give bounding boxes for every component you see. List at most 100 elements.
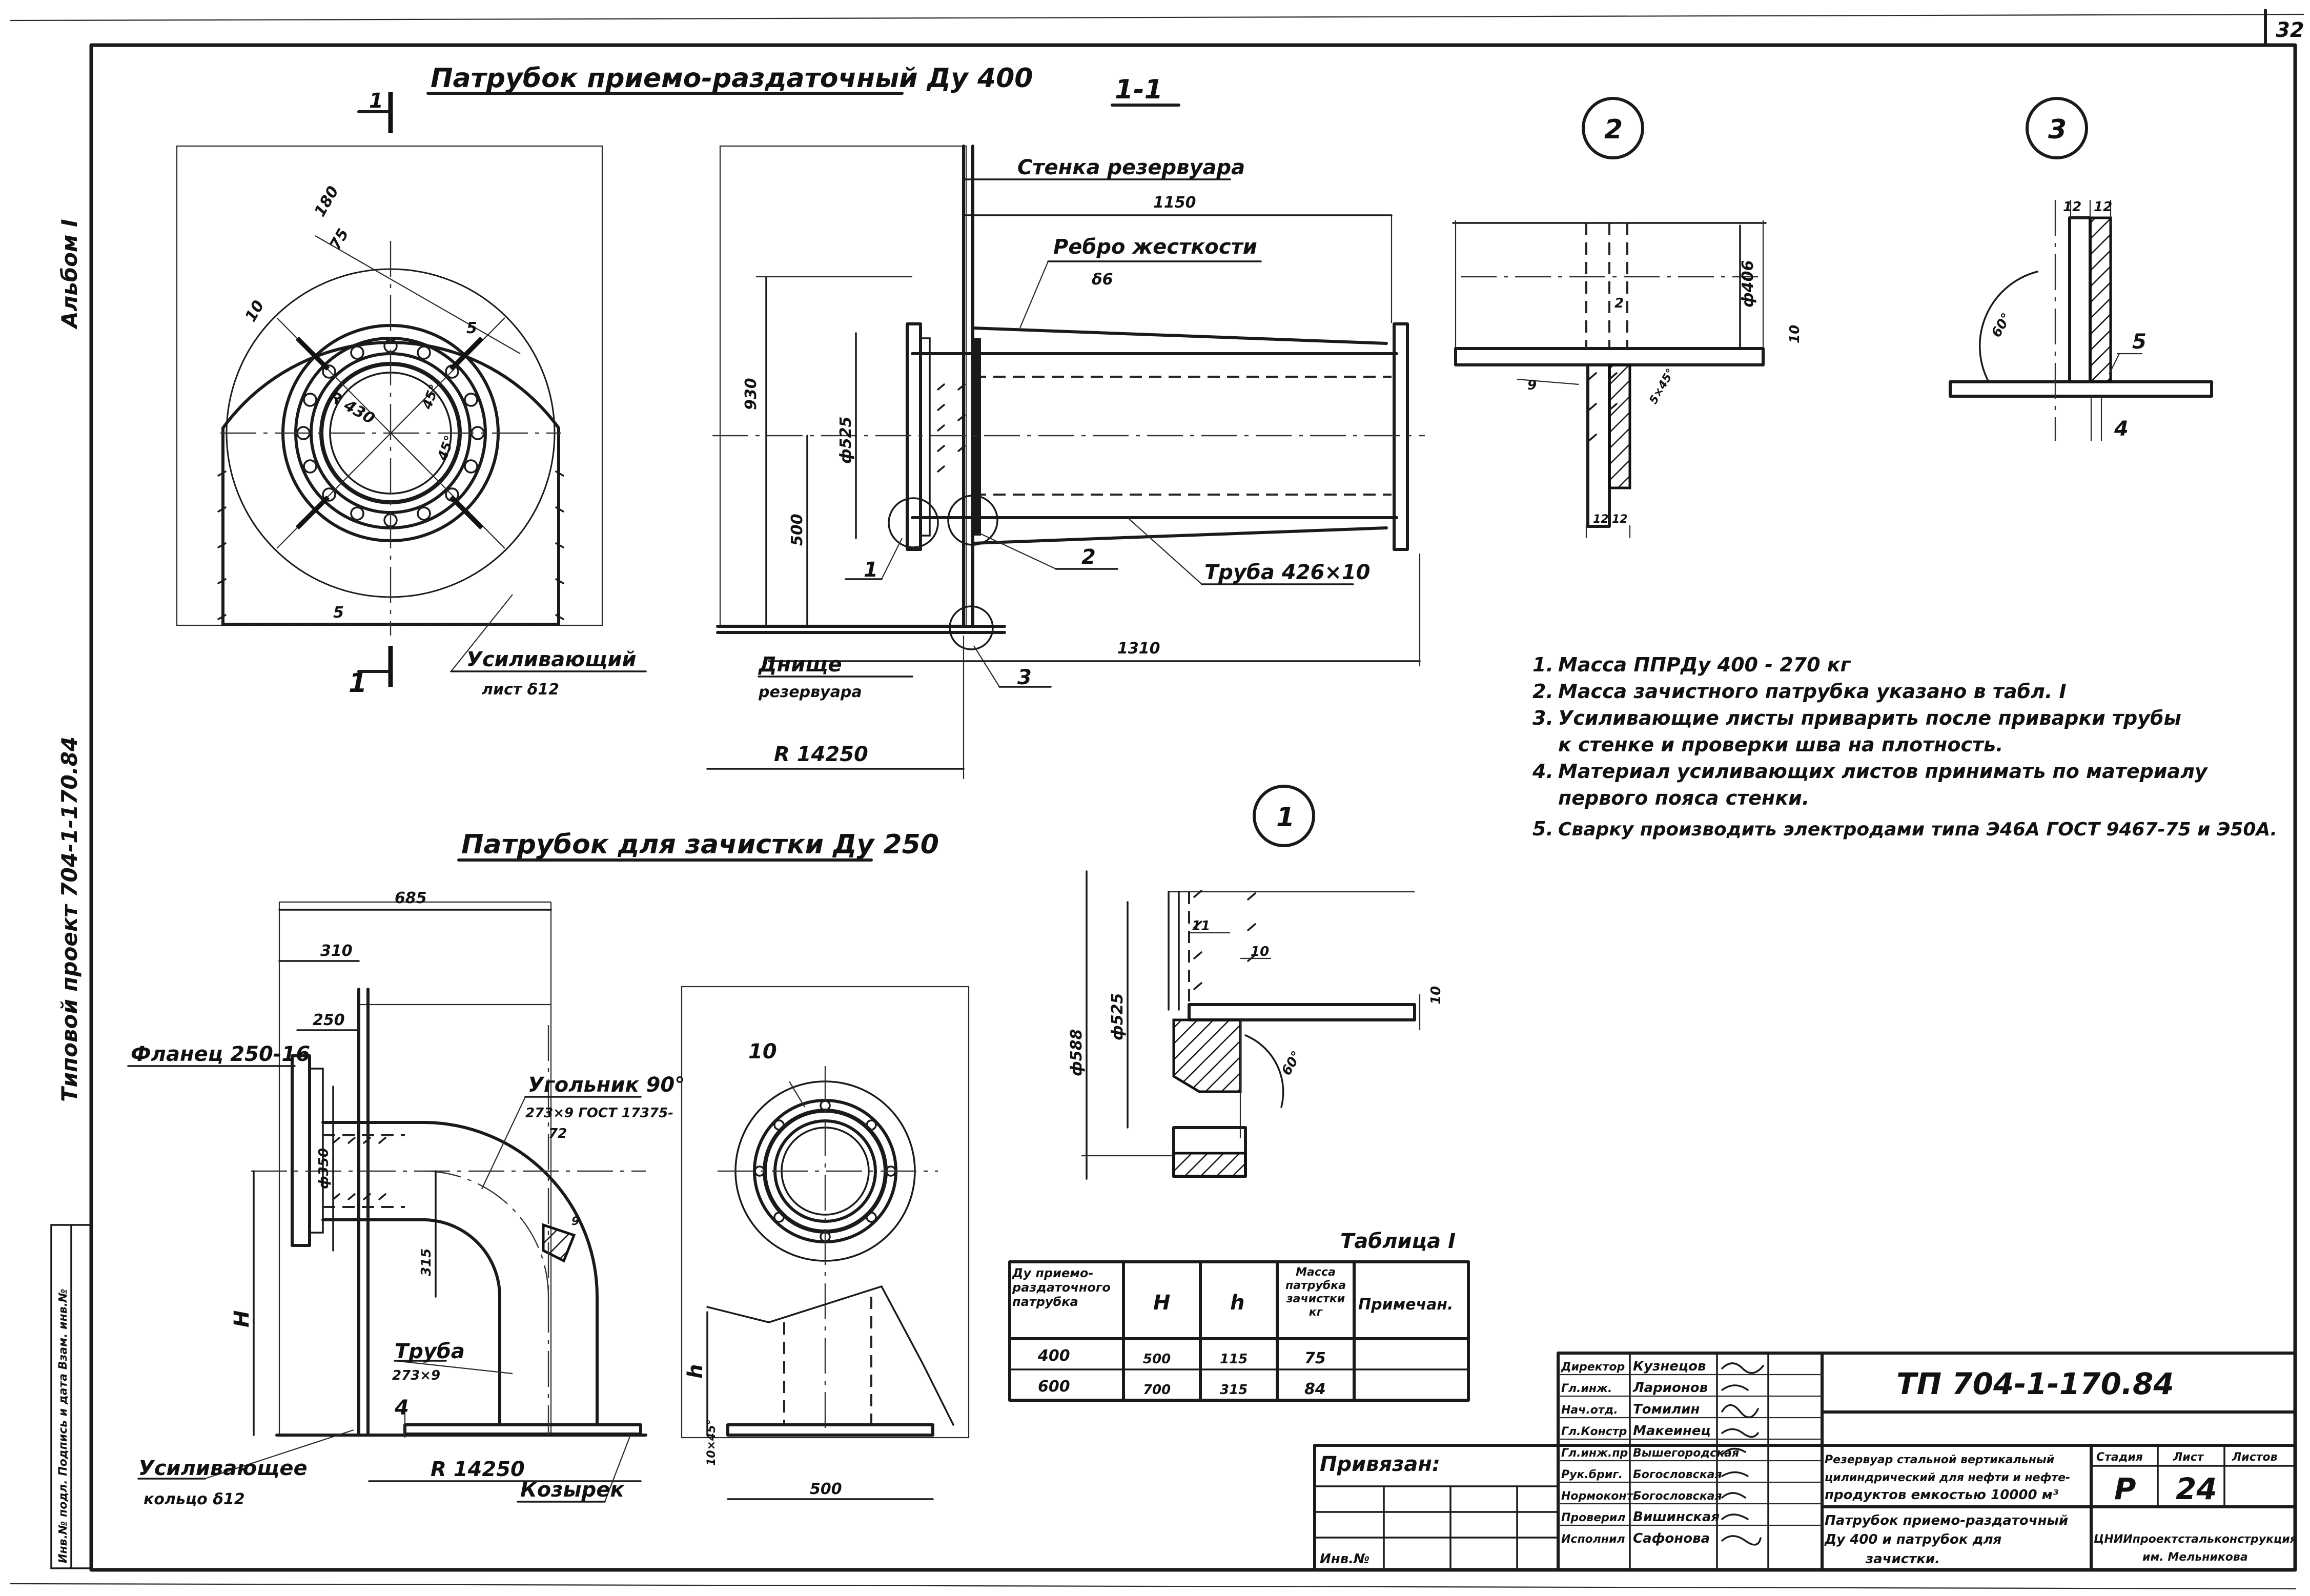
dim-12a: 12 (1593, 513, 1609, 526)
table-row: 600 700 315 84 (1038, 1378, 1326, 1398)
side-labels: Альбом I Типовой проект 704-1-170.84 Инв… (50, 219, 92, 1569)
sheet-title-2: Ду 400 и патрубок для (1824, 1532, 2001, 1547)
rib-label-2: δ6 (1092, 271, 1113, 289)
name-3: Макеинец (1633, 1423, 1711, 1439)
bottom-label-1: Днище (758, 653, 842, 677)
sheet-label: Лист (2173, 1451, 2204, 1464)
note-3-num: 3. (1532, 707, 1553, 729)
dim-180: 180 (311, 183, 343, 220)
dim-2: 2 (1614, 296, 1624, 311)
drawing-code: ТП 704-1-170.84 (1896, 1366, 2174, 1401)
dim-5x45: 5×45° (1647, 366, 1678, 406)
note-1-num: 1. (1532, 653, 1553, 676)
svg-text:1: 1 (1276, 802, 1295, 833)
table-title: Таблица I (1340, 1230, 1456, 1253)
notes-block: 1. Масса ППРДу 400 - 270 кг 2. Масса зач… (1532, 653, 2277, 840)
dim-1310: 1310 (1117, 640, 1160, 658)
svg-text:500: 500 (1143, 1352, 1171, 1367)
org-name: ЦНИИпроектстальконструкция (2094, 1533, 2297, 1546)
svg-text:315: 315 (1220, 1382, 1248, 1398)
flange-label: Фланец 250-16 (131, 1042, 310, 1066)
name-5: Богословская (1633, 1468, 1722, 1481)
detail-2-view: ф406 10 2 9 5×45° 12 12 (1452, 220, 1803, 538)
elbow-label-3: 72 (548, 1126, 567, 1141)
name-6: Богословская (1633, 1490, 1722, 1503)
dim-12b: 12 (1612, 513, 1628, 526)
elbow-label-2: 273×9 ГОСТ 17375- (525, 1106, 673, 1121)
dim-250: 250 (313, 1011, 345, 1029)
note-5-num: 5. (1532, 817, 1553, 840)
dim-s: 5 (333, 604, 344, 622)
note-2-num: 2. (1532, 680, 1553, 703)
project-label: Типовой проект 704-1-170.84 (57, 736, 82, 1102)
note-3-text: Усиливающие листы приварить после привар… (1558, 707, 2181, 729)
note-1-text: Масса ППРДу 400 - 270 кг (1558, 653, 1851, 676)
dim-12a: 12 (2063, 199, 2081, 215)
cleaning-view-title: Патрубок для зачистки Ду 250 (461, 829, 939, 860)
object-line-1: Резервуар стальной вертикальный (1825, 1454, 2054, 1466)
radius-14250: R 14250 (774, 743, 868, 766)
role-chief-eng: Гл.инж. (1561, 1382, 1612, 1395)
section-title: 1-1 (1115, 74, 1163, 105)
dim-75: 75 (326, 226, 353, 253)
table-1: Таблица I Ду приемо-раздаточного патрубк… (1008, 1230, 1470, 1402)
dim-1150: 1150 (1153, 194, 1196, 212)
name-0: Кузнецов (1633, 1359, 1706, 1374)
side-dim-500: 500 (810, 1480, 842, 1498)
role-director: Директор (1561, 1361, 1625, 1374)
album-label: Альбом I (57, 219, 82, 330)
dim-phi525: ф525 (1109, 993, 1127, 1040)
svg-text:84: 84 (1304, 1380, 1326, 1398)
dim-10b: 10 (1428, 986, 1444, 1005)
name-4: Вышегородская (1633, 1447, 1739, 1460)
sheet-number: 32 (2276, 18, 2304, 42)
main-view-title: Патрубок приемо-раздаточный Ду 400 (431, 63, 1033, 94)
detail-callout-1: 1 (1253, 785, 1315, 847)
svg-text:2: 2 (1604, 114, 1623, 145)
main-view: 1 1 180 75 10 5 R 430 45° 45° 5 Усиливаю… (176, 89, 647, 699)
pos-1: 1 (864, 558, 878, 582)
dim-930: 930 (742, 378, 760, 410)
dim-H: H (230, 1311, 254, 1327)
role-executed: Исполнил (1561, 1533, 1625, 1546)
ring-label-1: Усиливающее (138, 1457, 308, 1480)
name-7: Вишинская (1633, 1509, 1720, 1525)
binding-label: Привязан: (1320, 1452, 1440, 1476)
table-header-mass: Масса патрубка зачистки кг (1285, 1266, 1346, 1319)
svg-text:400: 400 (1037, 1347, 1070, 1365)
sheet-title-1: Патрубок приемо-раздаточный (1825, 1513, 2068, 1528)
inv-label: Инв.№ (1320, 1551, 1369, 1567)
pos-5: 5 (2132, 330, 2147, 354)
role-dept-head: Нач.отд. (1561, 1404, 1618, 1417)
table-header-H: H (1153, 1291, 1170, 1315)
stage-value: Р (2114, 1471, 2136, 1506)
svg-text:75: 75 (1304, 1349, 1326, 1367)
stage-label: Стадия (2096, 1451, 2143, 1464)
name-8: Сафонова (1633, 1531, 1710, 1546)
detail-callout-3: 3 (2026, 97, 2088, 159)
side-dim-10: 10 (748, 1040, 777, 1063)
svg-text:115: 115 (1220, 1352, 1248, 1367)
name-1: Ларионов (1632, 1380, 1708, 1396)
dim-12b: 12 (2094, 199, 2112, 215)
section-1-1: 1150 Стенка резервуара Ребро жесткости δ… (706, 145, 1425, 779)
role-team-lead: Рук.бриг. (1561, 1468, 1623, 1481)
table-header-du: Ду приемо-раздаточного патрубка (1012, 1266, 1111, 1309)
detail-1-view: ф588 ф525 11 10 10 60° (1068, 870, 1444, 1180)
cut-mark-top: 1 (369, 89, 383, 113)
radius-14250: R 14250 (431, 1458, 525, 1481)
rib-label-1: Ребро жесткости (1053, 235, 1257, 259)
sheets-label: Листов (2232, 1451, 2278, 1464)
role-checked: Проверил (1561, 1511, 1625, 1524)
dim-11: 11 (1192, 918, 1210, 934)
elbow-label-1: Угольник 90° (528, 1073, 685, 1097)
angle-45-a: 45° (419, 382, 442, 412)
dim-9: 9 (1527, 378, 1537, 393)
table-row: 400 500 115 75 (1037, 1347, 1326, 1367)
cleaning-view: 685 310 250 Фланец 250-16 Угольник 90° 2… (127, 889, 970, 1508)
cut-mark-bottom: 1 (349, 668, 367, 699)
note-3b-text: к стенке и проверки шва на плотность. (1558, 733, 2003, 756)
note-5-text: Сварку производить электродами типа Э46А… (1558, 819, 2277, 840)
reinforcing-sheet-label-2: лист δ12 (482, 681, 559, 699)
